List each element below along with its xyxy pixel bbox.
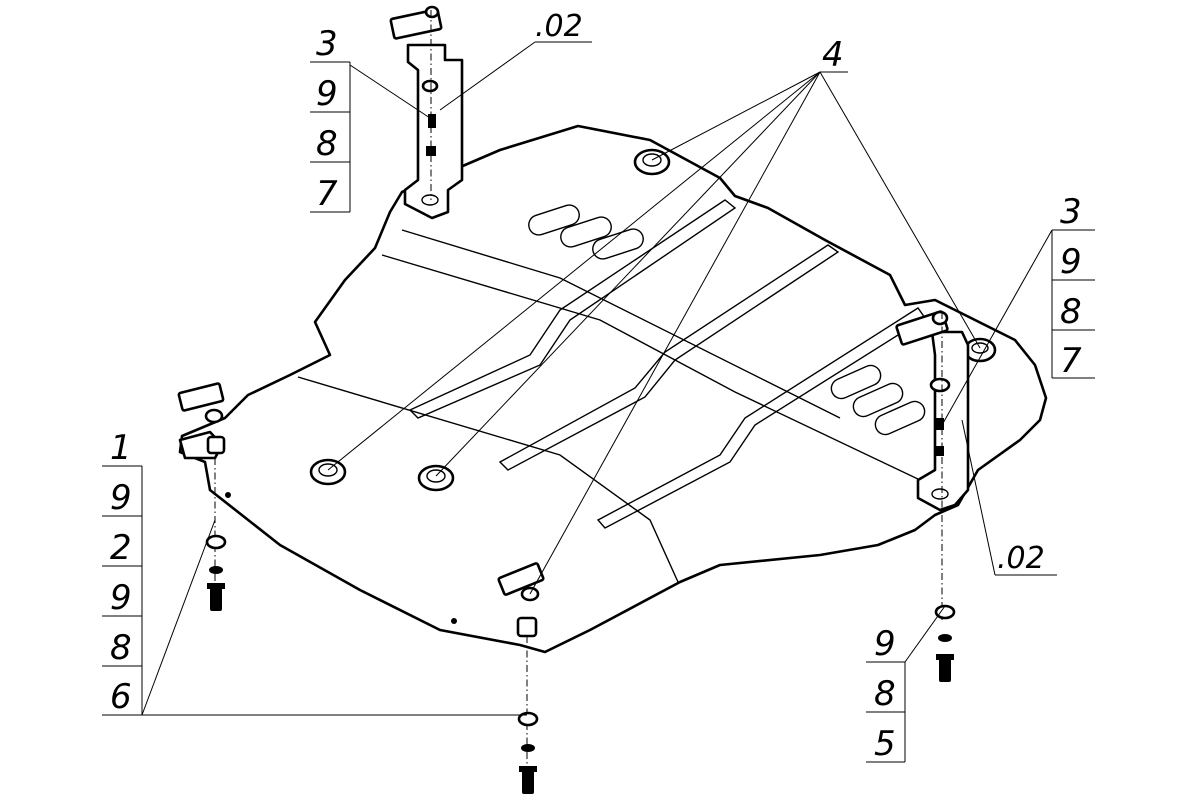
- callout-ref-right: .02: [997, 541, 1045, 576]
- callout-label: 7: [1060, 341, 1082, 381]
- mounting-boss: [417, 464, 455, 492]
- callout-label: 1: [110, 428, 132, 468]
- callout-label: 5: [874, 724, 896, 764]
- callout-stack-bottom-right: 9 8 5: [866, 624, 906, 764]
- callout-label: 9: [874, 624, 896, 664]
- callout-label: 2: [110, 528, 132, 568]
- callout-stack-left: 1 9 2 9 8 6: [102, 428, 143, 717]
- callout-label: 8: [874, 674, 896, 714]
- top-left-bracket: [389, 5, 464, 220]
- callout-label: 9: [110, 478, 132, 518]
- callout-label: 7: [316, 174, 338, 214]
- callout-label: 6: [110, 677, 132, 717]
- fastener-stack-bottom-center: [517, 636, 539, 794]
- fastener-stack-bottom-right: [934, 604, 956, 682]
- callout-label: 9: [1060, 242, 1082, 282]
- callout-label: 8: [1060, 292, 1082, 332]
- callout-label: 8: [110, 628, 132, 668]
- leader-lines: [141, 41, 1057, 716]
- callout-label: 3: [316, 24, 338, 64]
- callout-stack-top-left: 3 9 8 7: [310, 24, 351, 214]
- callout-4: 4: [822, 35, 844, 75]
- callout-stack-right: 3 9 8 7: [1051, 192, 1095, 381]
- callout-label: 9: [316, 74, 338, 114]
- callout-label: 8: [316, 124, 338, 164]
- right-bracket: [895, 310, 970, 620]
- callout-label: 3: [1060, 192, 1082, 232]
- skid-plate: [178, 124, 1048, 654]
- callout-ref-top: .02: [535, 9, 583, 44]
- callout-label: 9: [110, 578, 132, 618]
- mounting-boss: [309, 458, 347, 486]
